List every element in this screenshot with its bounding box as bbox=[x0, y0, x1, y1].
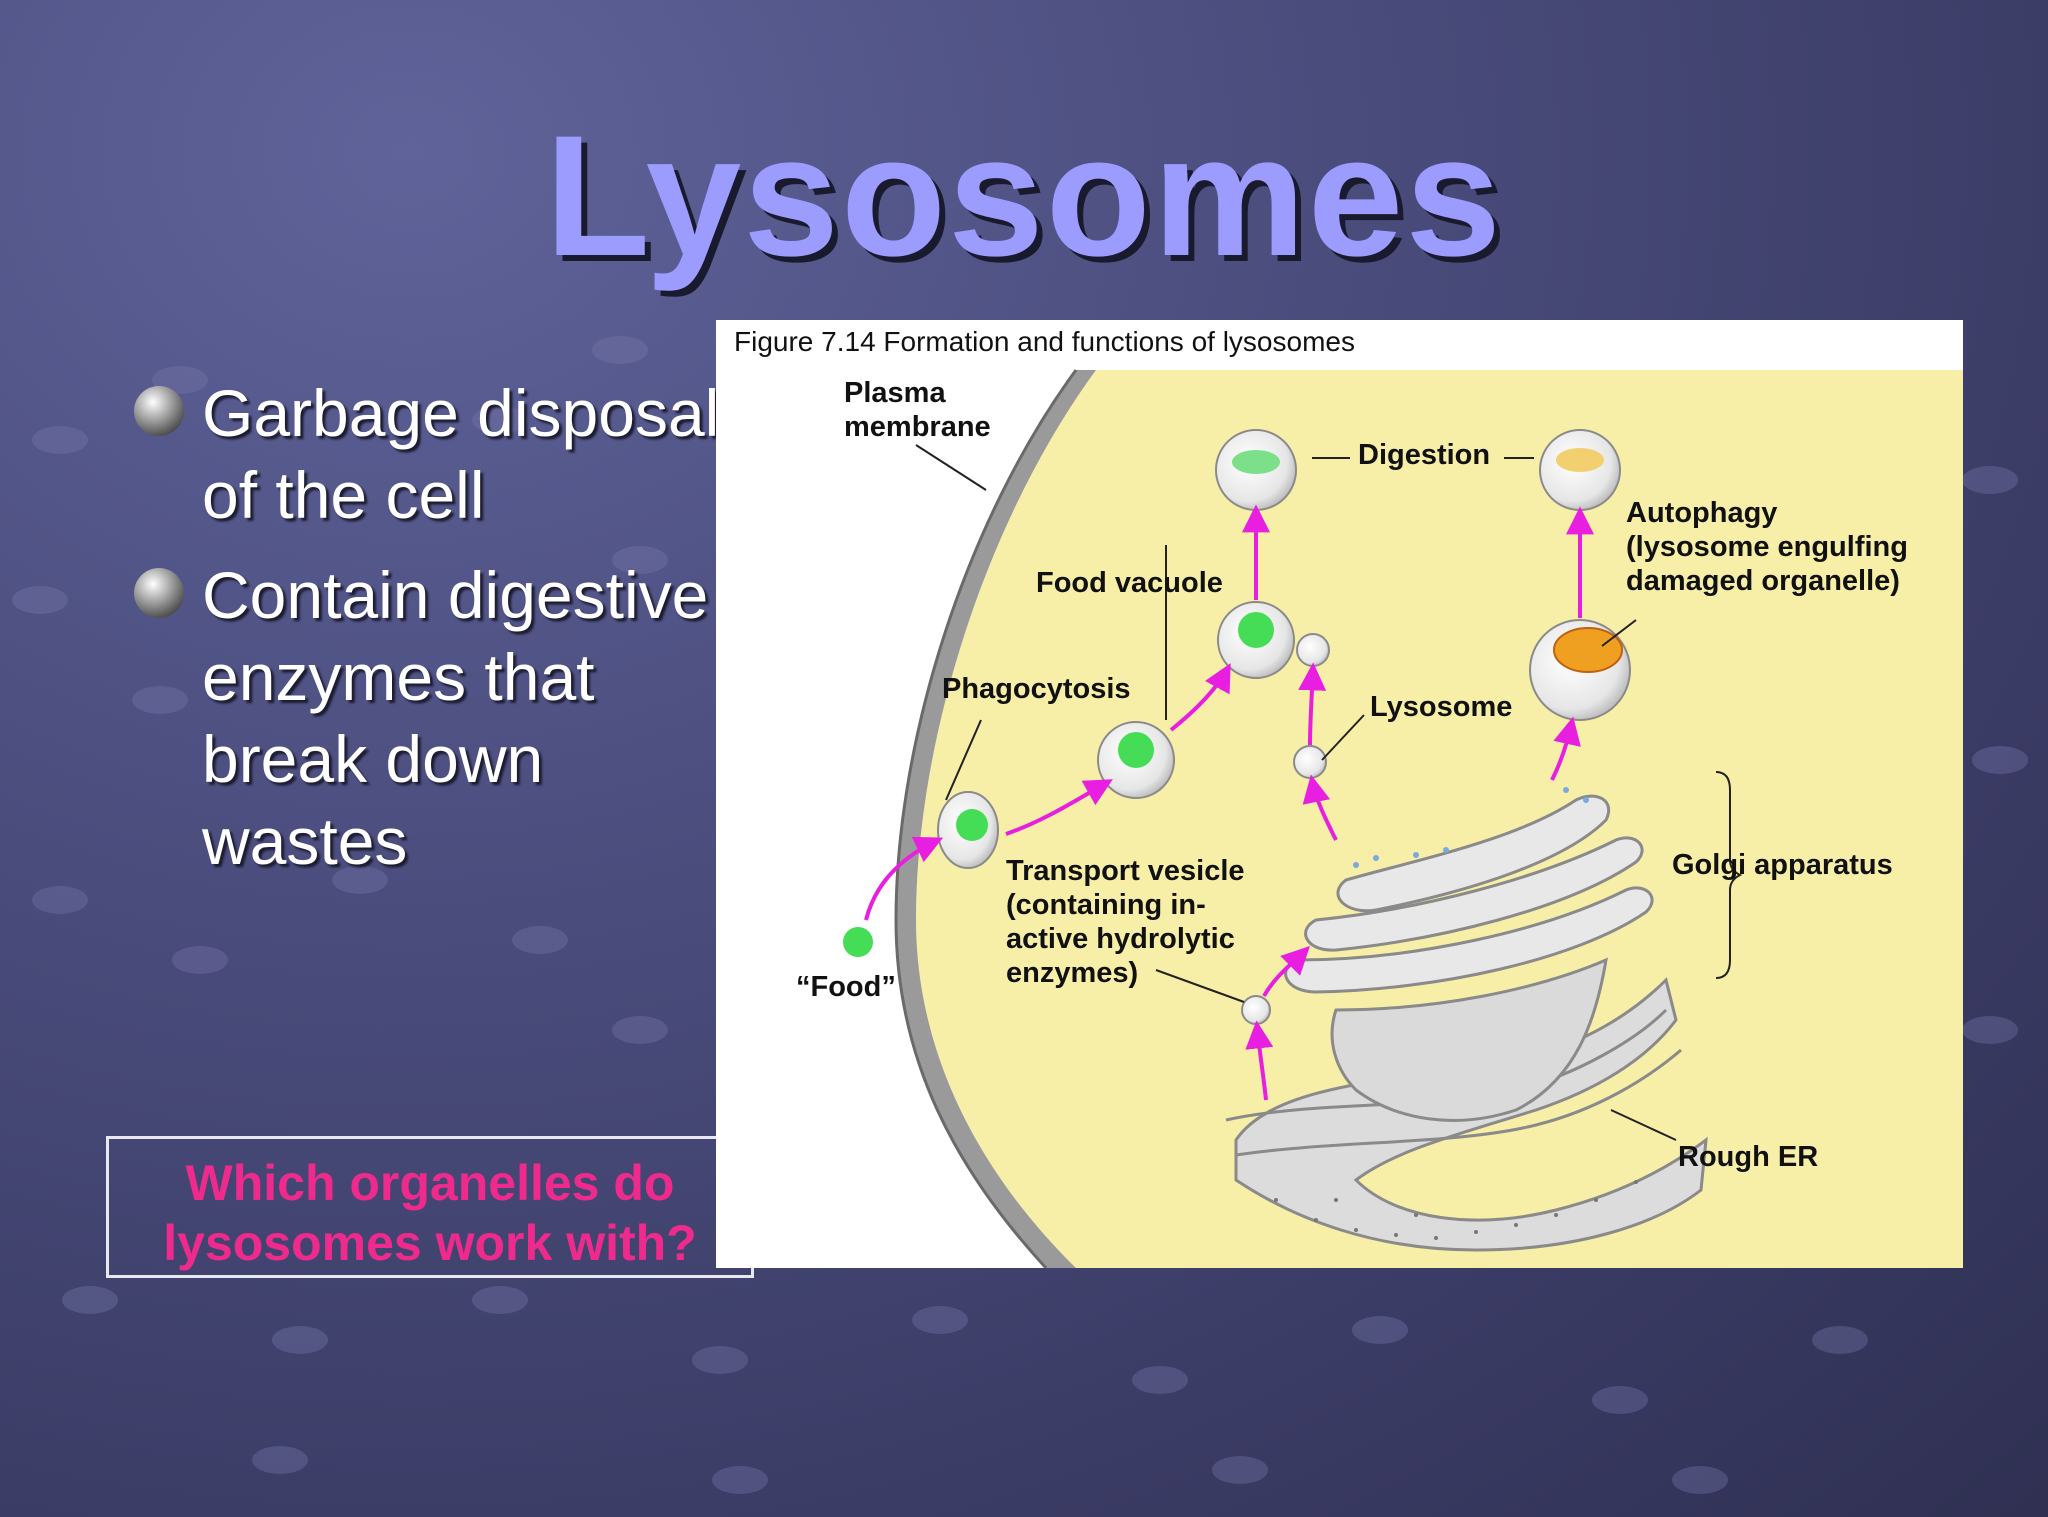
damaged-mitochondrion bbox=[1553, 627, 1623, 673]
golgi-brace bbox=[1715, 771, 1743, 979]
label-digestion: Digestion bbox=[1358, 439, 1491, 471]
label-plasma-membrane: Plasma membrane bbox=[844, 377, 991, 443]
label-autophagy: Autophagy (lysosome engulfing damaged or… bbox=[1626, 497, 1908, 597]
sphere-bullet-icon bbox=[134, 568, 184, 618]
arrow-er-to-vesicle bbox=[1245, 1020, 1274, 1101]
figure-illustration bbox=[843, 369, 1963, 1268]
arrow-lysosome-fusing bbox=[1298, 662, 1327, 746]
label-food-vacuole: Food vacuole bbox=[1036, 567, 1223, 599]
lysosome-fusing bbox=[1296, 633, 1330, 667]
label-golgi-apparatus: Golgi apparatus bbox=[1672, 849, 1893, 881]
golgi-apparatus bbox=[1284, 794, 1654, 1122]
arrow-vacuole bbox=[1169, 663, 1231, 732]
bullet-text: Contain digestive enzymes that break dow… bbox=[202, 558, 709, 878]
sphere-bullet-icon bbox=[134, 386, 184, 436]
plasma-membrane bbox=[896, 370, 1096, 1268]
arrow-golgi-to-autophagy bbox=[1550, 716, 1581, 781]
lysosome-figure: Figure 7.14 Formation and functions of l… bbox=[716, 320, 1963, 1268]
bullet-list: Garbage disposal of the cell Contain dig… bbox=[130, 372, 750, 900]
label-phagocytosis: Phagocytosis bbox=[942, 673, 1131, 705]
lysosome-small bbox=[1293, 745, 1327, 779]
arrow-food-to-membrane bbox=[864, 836, 944, 921]
label-lysosome: Lysosome bbox=[1370, 691, 1513, 723]
label-transport-vesicle: Transport vesicle (containing in- active… bbox=[1006, 855, 1245, 989]
arrow-golgi-to-lysosome bbox=[1302, 774, 1338, 841]
arrow-vesicle-to-golgi bbox=[1262, 946, 1310, 998]
bullet-item: Contain digestive enzymes that break dow… bbox=[130, 554, 750, 882]
bullet-text: Garbage disposal of the cell bbox=[202, 376, 720, 532]
bullet-item: Garbage disposal of the cell bbox=[130, 372, 750, 536]
food-particle bbox=[843, 927, 873, 957]
transport-vesicle bbox=[1241, 995, 1271, 1025]
question-box: Which organelles do lysosomes work with? bbox=[106, 1136, 754, 1278]
arrow-phagocytosis bbox=[1005, 779, 1113, 836]
cytoplasm bbox=[916, 370, 1963, 1268]
slide-title: Lysosomes bbox=[544, 100, 1504, 292]
question-text: Which organelles do lysosomes work with? bbox=[163, 1155, 697, 1271]
label-food: “Food” bbox=[796, 971, 896, 1003]
label-rough-er: Rough ER bbox=[1678, 1141, 1819, 1173]
figure-caption: Figure 7.14 Formation and functions of l… bbox=[734, 326, 1355, 357]
